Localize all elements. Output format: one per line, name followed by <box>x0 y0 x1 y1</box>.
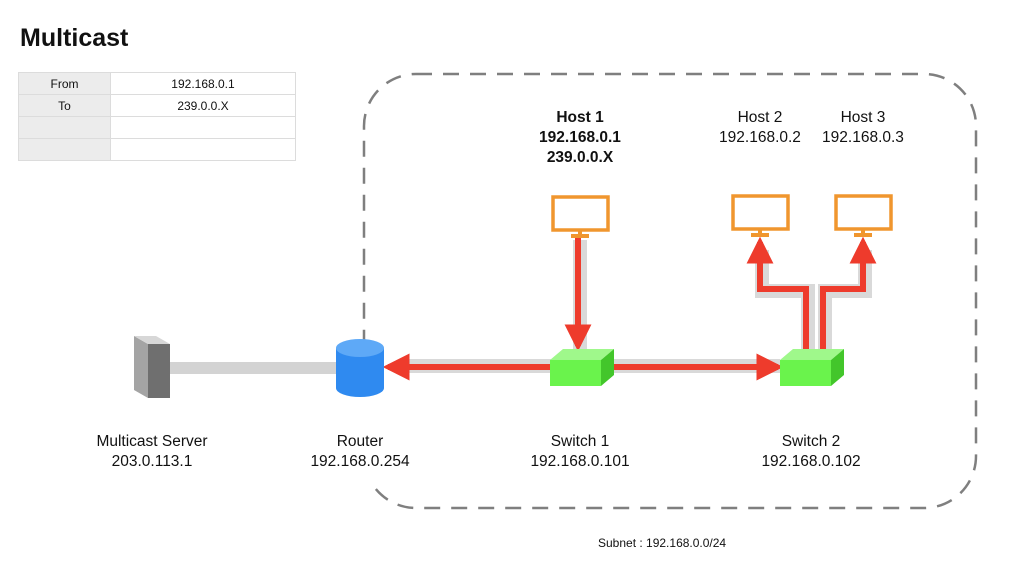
boundary-gap <box>355 392 379 484</box>
table-value-cell: 192.168.0.1 <box>110 72 296 95</box>
host-3-name: Host 3 <box>840 109 886 126</box>
table-value-cell <box>110 138 296 161</box>
table-value-cell <box>110 116 296 139</box>
table-key-cell <box>18 116 111 139</box>
host-1-group: 239.0.0.X <box>546 149 614 166</box>
server-ip: 203.0.113.1 <box>111 453 193 470</box>
host-1-monitor-icon <box>551 195 610 238</box>
arrow-switch2-to-host2 <box>746 236 809 350</box>
link-shadows <box>402 240 872 373</box>
host-3-ip: 192.168.0.3 <box>822 129 904 146</box>
subnet-label: Subnet : 192.168.0.0/24 <box>598 536 727 550</box>
table-key-cell <box>18 138 111 161</box>
host-2-ip: 192.168.0.2 <box>719 129 801 146</box>
switch-1-label: Switch 1 192.168.0.101 <box>520 432 640 472</box>
router-name: Router <box>336 433 384 450</box>
server-name: Multicast Server <box>96 433 208 450</box>
host-1-ip: 192.168.0.1 <box>539 129 621 146</box>
switch-2-name: Switch 2 <box>781 433 841 450</box>
switch-2-icon <box>780 349 844 386</box>
router-label: Router 192.168.0.254 <box>300 432 420 472</box>
switch-2-label: Switch 2 192.168.0.102 <box>751 432 871 472</box>
router-ip: 192.168.0.254 <box>310 453 410 470</box>
host-1-label: Host 1 192.168.0.1 239.0.0.X <box>520 108 640 168</box>
switch-1-name: Switch 1 <box>550 433 610 450</box>
host-3-monitor-icon <box>834 194 893 237</box>
host-3-label: Host 3 192.168.0.3 <box>803 108 923 148</box>
host-2-monitor-icon <box>731 194 790 237</box>
table-row <box>18 138 296 161</box>
page-title: Multicast <box>20 24 129 52</box>
table-row <box>18 116 296 139</box>
subnet-boundary <box>362 72 978 510</box>
switch-1-ip: 192.168.0.101 <box>530 453 630 470</box>
router-icon <box>336 339 384 397</box>
host-1-name: Host 1 <box>556 109 604 126</box>
address-table: From 192.168.0.1 To 239.0.0.X <box>18 72 296 161</box>
switch-2-ip: 192.168.0.102 <box>761 453 861 470</box>
switch-1-icon <box>550 349 614 386</box>
table-row: From 192.168.0.1 <box>18 72 296 95</box>
server-icon <box>134 336 170 398</box>
server-label: Multicast Server 203.0.113.1 <box>82 432 222 472</box>
host-2-label: Host 2 192.168.0.2 <box>700 108 820 148</box>
host-2-name: Host 2 <box>737 109 783 126</box>
arrow-switch2-to-host3 <box>820 236 877 350</box>
multicast-arrows <box>382 236 877 381</box>
